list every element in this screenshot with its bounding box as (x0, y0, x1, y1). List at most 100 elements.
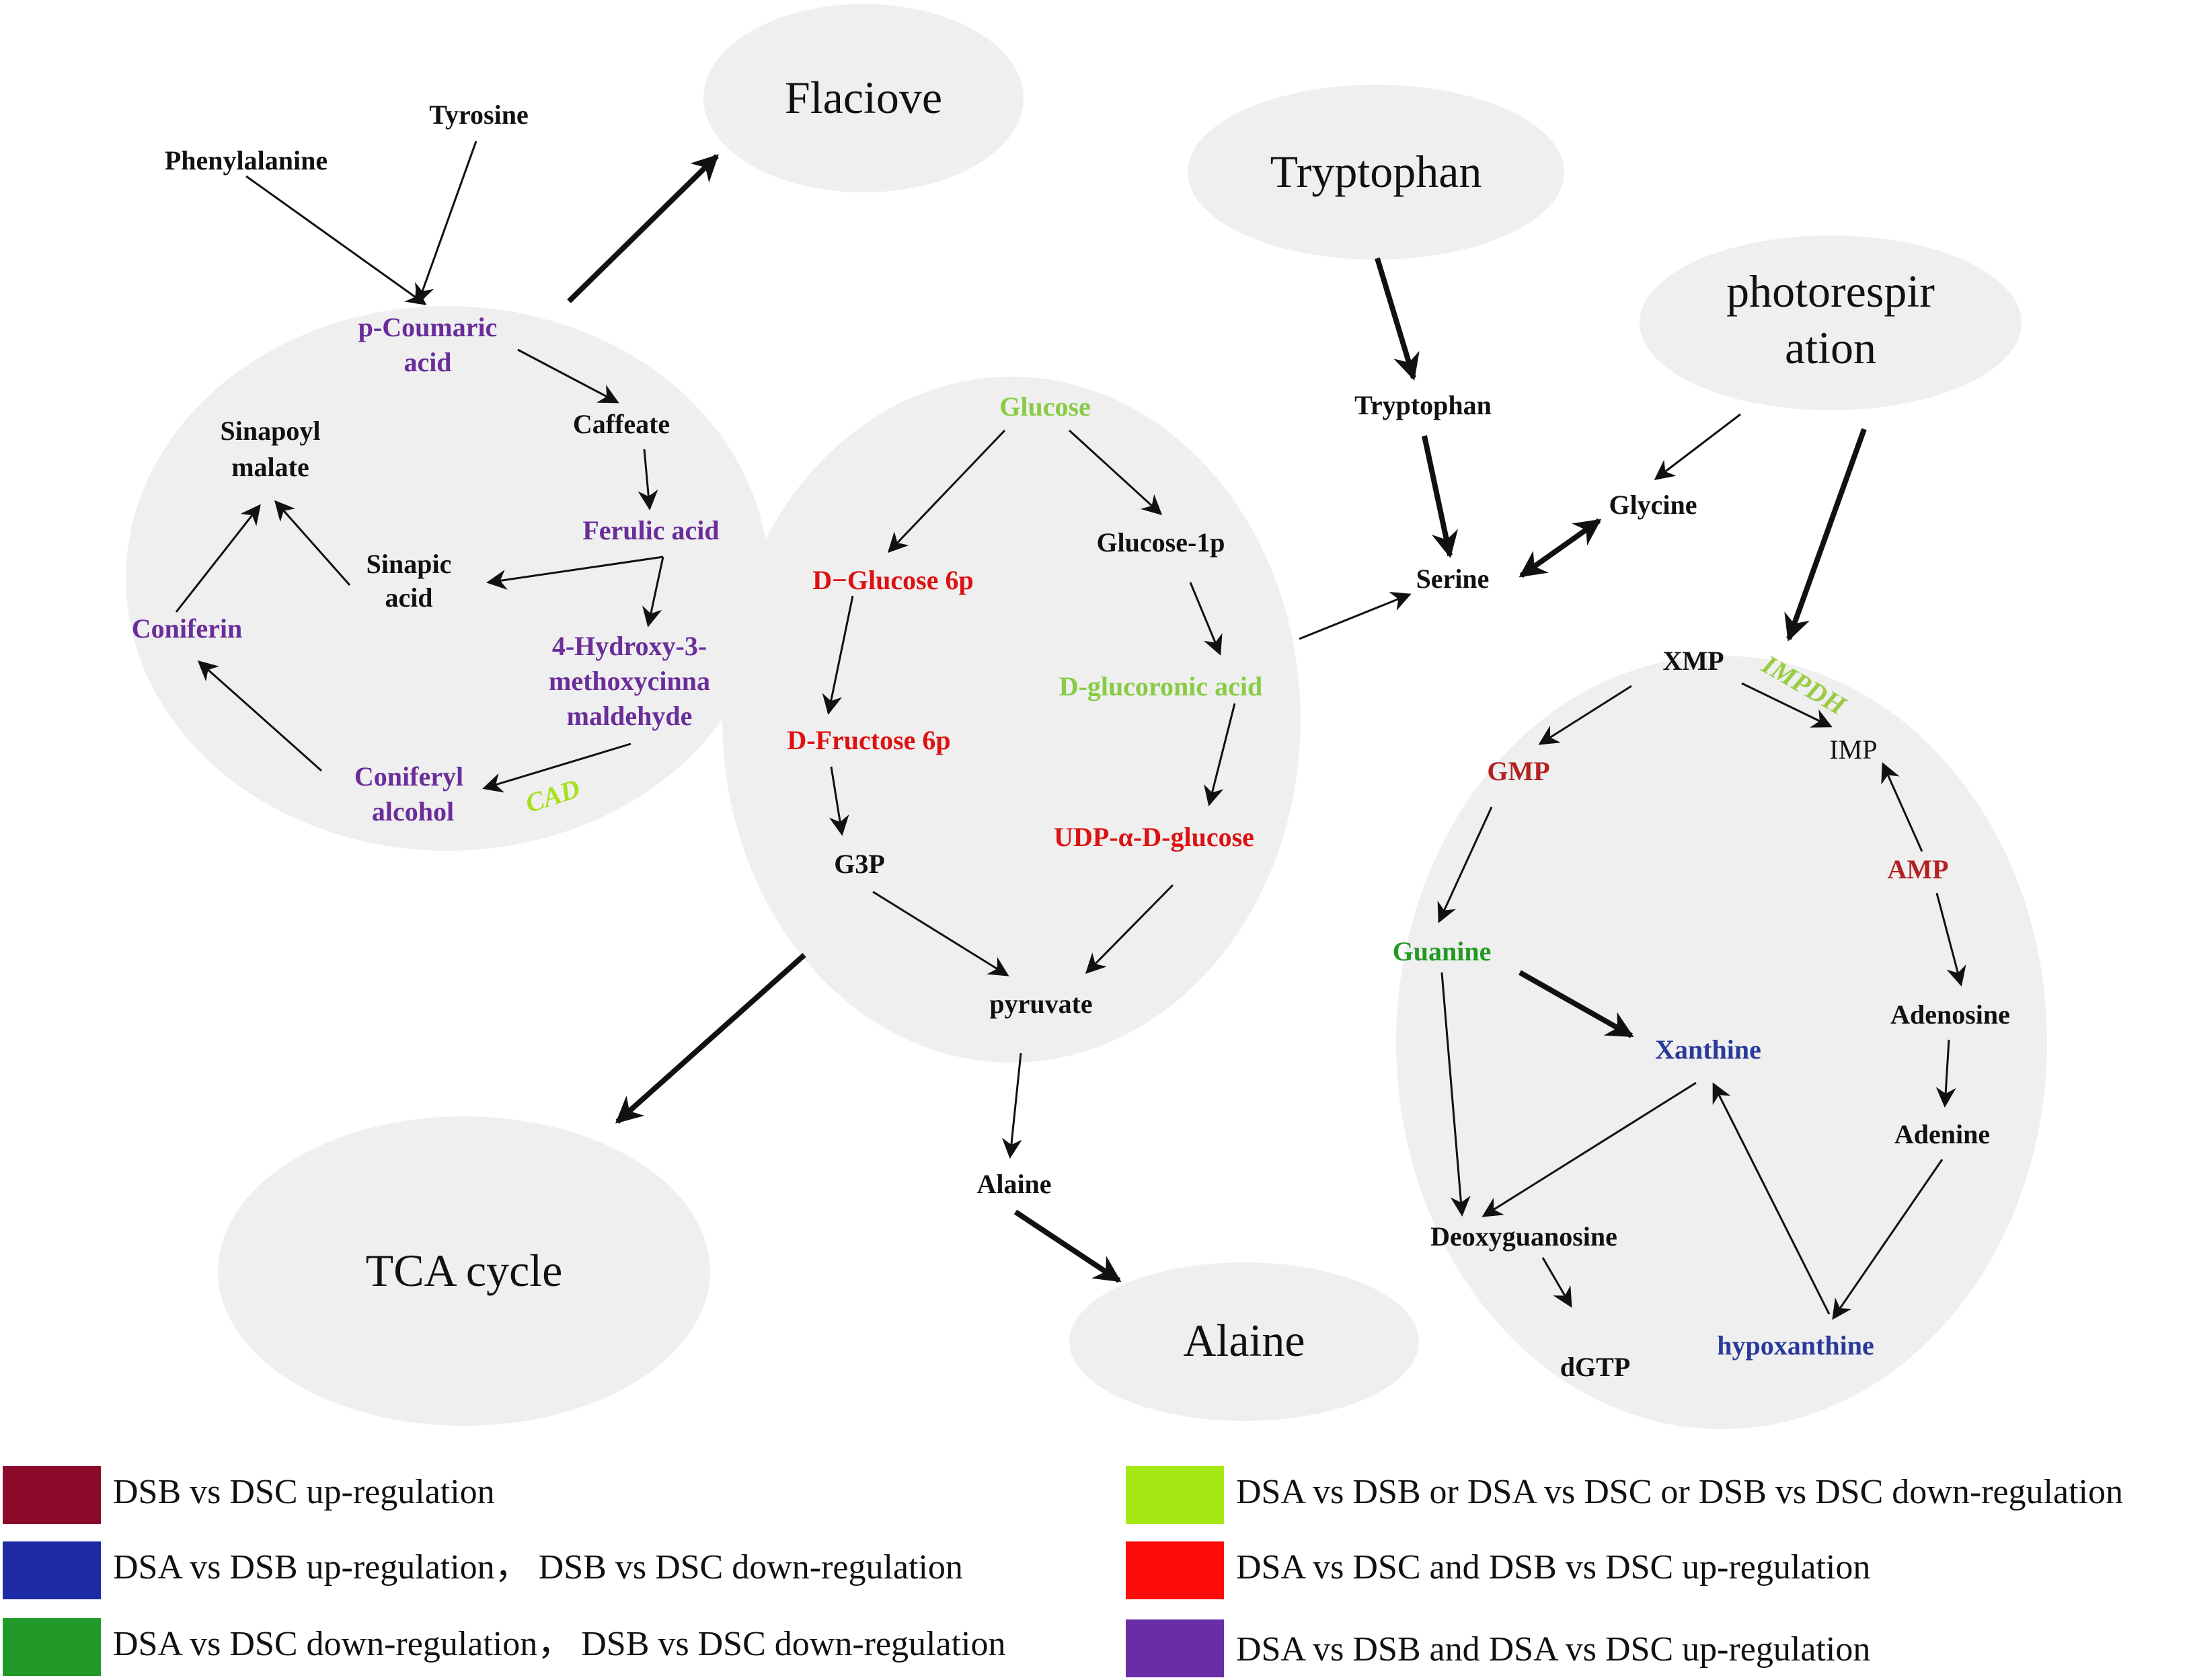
arrow-xmp-gmp (1538, 685, 1632, 745)
arrow-amp-imp (1881, 762, 1923, 852)
legend-swatch-2 (1126, 1466, 1224, 1524)
node-caffeate: Caffeate (573, 409, 670, 439)
node-tryptophan: Tryptophan (1354, 390, 1492, 420)
node-pyruvate: pyruvate (989, 989, 1092, 1019)
legend-swatch-6 (1126, 1619, 1224, 1677)
arrow-xanthine-deoxyguanosine (1482, 1081, 1697, 1217)
node-tyrosine: Tyrosine (429, 100, 528, 130)
node-xmp: XMP (1662, 646, 1724, 676)
arrow-hypoxanthine-xanthine (1712, 1082, 1831, 1315)
arrow-glucose-dglucose6p (887, 429, 1006, 553)
region-ellipses (126, 4, 2047, 1429)
arrow-glucose1p-glucoronic (1189, 582, 1223, 656)
arrow-photorespiration-glycine (1654, 413, 1741, 480)
arrow-tryptophan-region-tryptophan (1375, 257, 1420, 381)
photorespiration-label-line2: ation (1785, 322, 1876, 373)
arrow-coumaric-caffeate (517, 348, 619, 404)
node-sinapoyl-line2: malate (231, 452, 309, 482)
node-glucose-1p: Glucose-1p (1096, 527, 1225, 558)
node-adenine: Adenine (1894, 1119, 1990, 1149)
node-coniferyl-line1: Coniferyl (354, 761, 463, 792)
alaine-region-label: Alaine (1183, 1315, 1305, 1366)
thin-arrows (175, 141, 1966, 1320)
node-alaine: Alaine (976, 1169, 1051, 1199)
arrow-serine-glycine (1519, 518, 1602, 578)
node-hypoxanthine: hypoxanthine (1717, 1330, 1874, 1361)
arrow-photorespiration-xmp (1784, 428, 1867, 642)
arrow-g3p-pyruvate (872, 890, 1009, 977)
arrow-region-flaciove (567, 154, 719, 303)
node-ferulic-acid: Ferulic acid (582, 515, 719, 545)
arrow-udp-pyruvate (1085, 884, 1174, 975)
node-dgtp: dGTP (1560, 1352, 1630, 1382)
flaciove-ellipse (703, 4, 1024, 192)
arrow-ferulic-hydroxy (642, 556, 664, 627)
thick-arrows (567, 154, 1867, 1283)
node-phenylalanine: Phenylalanine (165, 145, 328, 176)
legend-label-6: DSA vs DSB and DSA vs DSC up-regulation (1236, 1630, 1871, 1669)
arrow-sinapic-sinapoyl (274, 500, 351, 586)
legend-swatch-4 (1126, 1541, 1224, 1599)
legend-label-4: DSA vs DSC and DSB vs DSC up-regulation (1236, 1548, 1871, 1587)
arrow-region-tca (615, 953, 806, 1124)
tca-ellipse (218, 1116, 710, 1426)
arrow-dglucose6p-dfructose6p (822, 595, 854, 715)
node-gmp: GMP (1487, 756, 1549, 786)
arrow-alaine-region (1013, 1209, 1122, 1283)
purine-ellipse (1396, 656, 2047, 1429)
glucose-ellipse (722, 377, 1301, 1063)
node-guanine: Guanine (1393, 936, 1492, 966)
node-d-fructose-6p: D-Fructose 6p (787, 725, 950, 755)
arrow-gmp-guanine (1437, 806, 1493, 923)
arrow-glucose-glucose1p (1068, 429, 1163, 516)
node-imp: IMP (1829, 734, 1877, 765)
node-serine: Serine (1416, 564, 1490, 594)
alaine-ellipse (1069, 1262, 1419, 1421)
node-hydroxy-line2: methoxycinna (549, 666, 710, 696)
arrow-amp-adenosine (1935, 892, 1966, 987)
tryptophan-region-label: Tryptophan (1270, 146, 1482, 197)
arrow-tryptophan-serine (1422, 435, 1459, 558)
arrow-guanine-xanthine (1519, 970, 1634, 1038)
node-xanthine: Xanthine (1655, 1034, 1761, 1065)
node-deoxyguanosine: Deoxyguanosine (1430, 1221, 1617, 1252)
node-g3p: G3P (834, 849, 885, 879)
node-p-coumaric-line1: p-Coumaric (358, 312, 498, 342)
node-adenosine: Adenosine (1890, 999, 2010, 1030)
arrow-glucose-region-serine (1299, 592, 1412, 640)
node-d-glucose-6p: D−Glucose 6p (812, 565, 973, 595)
node-sinapic-line1: Sinapic (367, 549, 452, 579)
node-sinapic-line2: acid (385, 582, 432, 613)
arrow-adenine-hypoxanthine (1832, 1159, 1944, 1320)
legend-swatch-3 (3, 1541, 101, 1599)
arrow-coniferyl-coniferin (197, 660, 322, 772)
legend-label-5: DSA vs DSC down-regulation， DSB vs DSC d… (113, 1625, 1006, 1663)
legend-label-3: DSA vs DSB up-regulation， DSB vs DSC dow… (113, 1548, 963, 1587)
arrow-dfructose6p-g3p (829, 766, 849, 836)
node-glycine: Glycine (1609, 490, 1697, 520)
arrow-deoxyguanosine-dgtp (1541, 1257, 1572, 1308)
flaciove-label: Flaciove (785, 72, 942, 123)
arrow-guanine-deoxyguanosine (1440, 972, 1471, 1217)
legend-swatch-5 (3, 1618, 101, 1676)
arrow-tyrosine-coumaric (414, 141, 477, 305)
node-coniferyl-line2: alcohol (372, 796, 454, 827)
photorespiration-label-line1: photorespir (1726, 266, 1935, 317)
legend-label-1: DSB vs DSC up-regulation (113, 1473, 495, 1511)
tryptophan-ellipse (1188, 85, 1564, 260)
photorespiration-ellipse (1640, 235, 2022, 410)
arrow-phenylalanine-coumaric (245, 175, 427, 305)
node-hydroxy-line1: 4-Hydroxy-3- (552, 631, 707, 661)
node-amp: AMP (1887, 854, 1948, 884)
arrow-caffeate-ferulic (638, 449, 658, 510)
node-glucose: Glucose (999, 391, 1091, 422)
node-p-coumaric-line2: acid (403, 347, 451, 377)
legend-label-2: DSA vs DSB or DSA vs DSC or DSB vs DSC d… (1236, 1473, 2123, 1511)
arrow-hydroxy-coniferyl (482, 742, 631, 793)
node-d-glucoronic-acid: D-glucoronic acid (1059, 671, 1263, 701)
arrow-xmp-imp (1741, 682, 1833, 728)
arrow-coniferin-sinapoyl (175, 504, 261, 613)
node-sinapoyl-line1: Sinapoyl (221, 416, 321, 446)
tca-cycle-label: TCA cycle (366, 1245, 563, 1296)
